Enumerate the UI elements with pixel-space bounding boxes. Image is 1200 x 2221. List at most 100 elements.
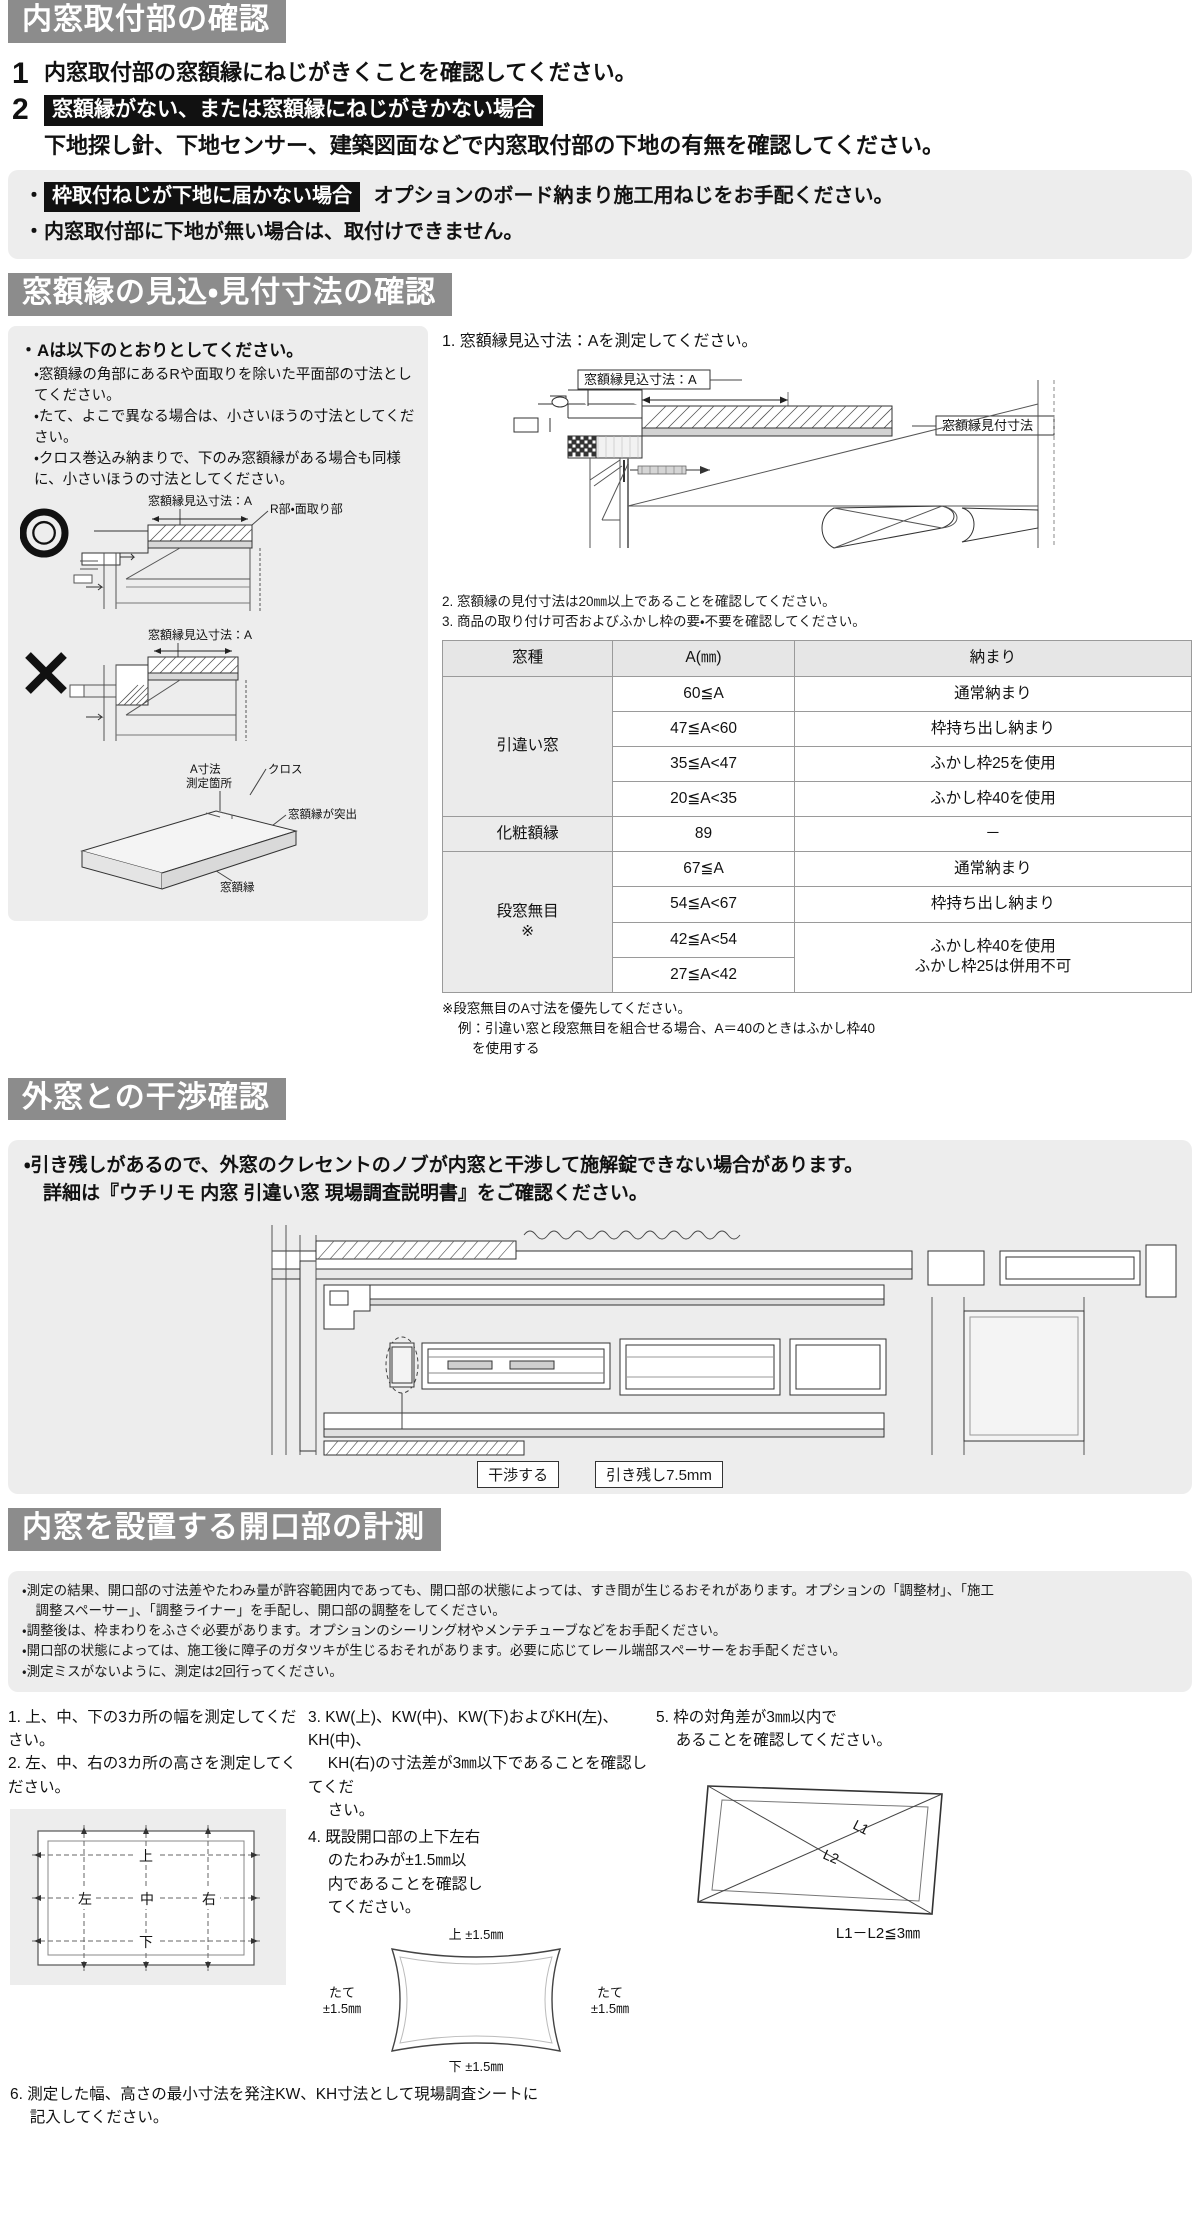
note-2-text: 内窓取付部に下地が無い場合は、取付けできません。 (44, 221, 524, 244)
diagram-a-measure: A寸法 測定箇所 クロス 窓額縁が突出 窓額縁 (80, 762, 357, 894)
measure-col-3: 5. 枠の対角差が3㎜以内で あることを確認してください。 L1 L2 L1－L… (656, 1706, 1192, 2075)
outer-note-1: 詳細は『ウチリモ 内窓 引違い窓 現場調査説明書』をご確認ください。 (24, 1182, 648, 1204)
diagram-mikomi-section: 窓額縁見込寸法：A 窓額縁見付寸法 (513, 369, 1055, 549)
spec-cell-a-1: 47≦A<60 (612, 710, 795, 747)
spec-cell-a-8: 27≦A<42 (612, 956, 795, 993)
measure-footer-line-1: 6. 測定した幅、高さの最小寸法を発注KW、KH寸法として現場調査シートに (10, 2086, 539, 2104)
manual-page: 内窓取付部の確認 1 内窓取付部の窓額縁にねじがきくことを確認してください。 2… (0, 0, 1200, 2130)
spec-cell-fit-6: 枠持ち出し納まり (793, 886, 1193, 923)
diagram-outer-window-section (271, 1225, 1177, 1456)
label-mikomi-ok: 窓額縁見込寸法：A (148, 493, 252, 508)
spec-cell-fit-merged-line1: ふかし枠40を使用 (930, 938, 1056, 955)
left-bullet-1: ・窓額縁の角部にあるRや面取りを除いた平面部の寸法としてください。 (34, 367, 412, 405)
measure-item-4d: てください。 (308, 1898, 421, 1916)
step-1-number: 1 (12, 56, 29, 90)
label-mikomi-right: 窓額縁見込寸法：A (584, 372, 697, 387)
spec-cell-fit-0: 通常納まり (793, 675, 1193, 712)
spec-footnote-0: ※段窓無目のA寸法を優先してください。 (442, 1000, 692, 1016)
spec-cell-type-keshou: 化粧額縁 (441, 816, 614, 853)
spec-table-footnotes: ※段窓無目のA寸法を優先してください。 例：引違い窓と段窓無目を組合せる場合、A… (442, 999, 1192, 1060)
spec-header-type: 窓種 (441, 640, 614, 677)
label-a-measure-line2: 測定箇所 (186, 776, 232, 790)
measure-item-1: 1. 上、中、下の3カ所の幅を測定してください。 (8, 1708, 297, 1750)
label-deflect-bottom: 下 ±1.5㎜ (449, 2059, 504, 2074)
right-step-2: 2. 窓額縁の見付寸法は20㎜以上であることを確認してください。 (442, 593, 836, 609)
left-bullet-2: ・たて、よこで異なる場合は、小さいほうの寸法としてください。 (34, 409, 415, 447)
diagram-diagonal: L1 L2 L1－L2≦3㎜ (697, 1785, 943, 1942)
outer-window-panel: ・引き残しがあるので、外窓のクレセントのノブが内窓と干渉して施解錠できない場合が… (8, 1140, 1192, 1495)
note-2: ・ 内窓取付部に下地が無い場合は、取付けできません。 (24, 218, 1176, 247)
label-grid-center: 中 (140, 1891, 154, 1907)
label-interfere: 干渉する (477, 1461, 560, 1489)
table-row: 27≦A<42 (443, 956, 1192, 993)
measure-item-3b: KH(右)の寸法差が3㎜以下であることを確認してくだ (308, 1755, 648, 1796)
label-protrude: 窓額縁が突出 (288, 807, 357, 821)
table-row: 化粧額縁 89 － (441, 816, 1193, 853)
spec-header-fit: 納まり (793, 640, 1193, 677)
section-opening-measure: 内窓を設置する開口部の計測 ・測定の結果、開口部の寸法差やたわみ量が許容範囲内で… (0, 1508, 1200, 2130)
measure-col-1: 1. 上、中、下の3カ所の幅を測定してください。 2. 左、中、右の3カ所の高さ… (8, 1706, 300, 2075)
spec-footnote-1: 例：引違い窓と段窓無目を組合せる場合、A＝40のときはふかし枠40 (458, 1021, 876, 1037)
label-grid-right: 右 (202, 1891, 216, 1907)
spec-cell-a-7: 42≦A<54 (612, 921, 795, 958)
step-1-text: 内窓取付部の窓額縁にねじがきくことを確認してください。 (44, 59, 637, 85)
table-row: 42≦A<54 ふかし枠40を使用 ふかし枠25は併用不可 (443, 921, 1193, 993)
note-1-bullet: ・ (24, 185, 44, 208)
spec-cell-a-3: 20≦A<35 (612, 780, 795, 818)
spec-cell-type-danmado-line2: ※ (521, 923, 535, 940)
label-diagonal-formula: L1－L2≦3㎜ (836, 1925, 920, 1942)
note-1: ・ 枠取付ねじが下地に届かない場合 オプションのボード納まり施工用ねじをお手配く… (24, 182, 1176, 213)
measure-item-4c: 内であることを確認し (308, 1875, 483, 1893)
step-2-text: 下地探し針、下地センサー、建築図面などで内窓取付部の下地の有無を確認してください… (44, 132, 945, 158)
measure-note-0: ・測定の結果、開口部の寸法差やたわみ量が許容範囲内であっても、開口部の状態によっ… (22, 1582, 994, 1598)
note-2-bullet: ・ (24, 221, 44, 244)
measure-footer: 6. 測定した幅、高さの最小寸法を発注KW、KH寸法として現場調査シートに 記入… (10, 2083, 1192, 2130)
spec-table-header-row: 窓種 A(㎜) 納まり (441, 640, 1193, 677)
step-2-inverse-label: 窓額縁がない、または窓額縁にねじがきかない場合 (44, 94, 543, 126)
label-remaining: 引き残し7.5mm (595, 1461, 723, 1489)
measure-item-3c: さい。 (308, 1801, 375, 1819)
install-check-notes: ・ 枠取付ねじが下地に届かない場合 オプションのボード納まり施工用ねじをお手配く… (8, 170, 1192, 260)
spec-cell-fit-merged: ふかし枠40を使用 ふかし枠25は併用不可 (793, 921, 1193, 993)
label-mitsuke-right: 窓額縁見付寸法 (942, 418, 1033, 433)
frame-dimension-right-panel: 1. 窓額縁見込寸法：Aを測定してください。 窓額縁見込寸法：A 窓額縁見付寸法 (441, 326, 1193, 1060)
measure-footer-line-2: 記入してください。 (10, 2109, 169, 2127)
label-mikomi-ng: 窓額縁見込寸法：A (148, 627, 252, 642)
label-l2: L2 (821, 1846, 842, 1867)
table-row: 47≦A<60 枠持ち出し納まり (443, 710, 1193, 747)
label-grid-left: 左 (78, 1891, 92, 1907)
left-bullet-0: ・Aは以下のとおりとしてください。 (20, 340, 304, 360)
label-a-measure-line1: A寸法 (190, 762, 221, 776)
diagram-ok-section: ○ 窓額縁見込寸法：A R部・面取り部 (20, 493, 343, 612)
spec-footnote-2: を使用する (472, 1041, 540, 1057)
section-title-install-check: 内窓取付部の確認 (8, 0, 286, 43)
measure-columns: 1. 上、中、下の3カ所の幅を測定してください。 2. 左、中、右の3カ所の高さ… (8, 1706, 1192, 2075)
step-2-number: 2 (12, 92, 29, 126)
spec-cell-a-5: 67≦A (612, 851, 795, 888)
label-cloth: クロス (268, 763, 303, 776)
spec-cell-fit-merged-line2: ふかし枠25は併用不可 (914, 958, 1072, 976)
diagram-ng-section: 窓額縁見込寸法：A (25, 627, 252, 742)
label-grid-top: 上 (139, 1848, 153, 1864)
label-deflect-right-2: ±1.5㎜ (591, 2001, 629, 2016)
opening-measure-notes: ・測定の結果、開口部の寸法差やたわみ量が許容範囲内であっても、開口部の状態によっ… (8, 1570, 1192, 1692)
table-row: 20≦A<35 ふかし枠40を使用 (443, 780, 1193, 818)
label-deflect-top: 上 ±1.5㎜ (449, 1927, 504, 1942)
section-title-frame-dimension: 窓額縁の見込・見付寸法の確認 (8, 273, 453, 316)
spec-cell-fit-4: － (793, 816, 1193, 853)
section-install-check: 内窓取付部の確認 1 内窓取付部の窓額縁にねじがきくことを確認してください。 2… (0, 0, 1200, 260)
section-frame-dimension: 窓額縁の見込・見付寸法の確認 ・Aは以下のとおりとしてください。 ・窓額縁の角部… (0, 273, 1200, 1059)
note-1-text: オプションのボード納まり施工用ねじをお手配ください。 (373, 185, 894, 208)
table-row: 35≦A<47 ふかし枠25を使用 (443, 745, 1193, 782)
measure-col-2: 3. KW(上)、KW(中)、KW(下)およびKH(左)、KH(中)、 KH(右… (308, 1706, 648, 2075)
measure-note-3: ・開口部の状態によっては、施工後に障子のガタツキが生じるおそれがあります。必要に… (22, 1643, 847, 1659)
left-bullet-3: ・クロス巻込み納まりで、下のみ窓額縁がある場合も同様に、小さいほうの寸法としてく… (34, 451, 401, 489)
table-row: 段窓無目 ※ 67≦A 通常納まり (441, 851, 1193, 993)
spec-cell-fit-3: ふかし枠40を使用 (793, 780, 1193, 818)
measure-item-5b: あることを確認してください。 (656, 1732, 892, 1750)
spec-table: 窓種 A(㎜) 納まり 引違い窓 60≦A 通常納まり 47≦A<60 (441, 640, 1193, 993)
step-1: 1 内窓取付部の窓額縁にねじがきくことを確認してください。 (12, 56, 1200, 90)
spec-cell-a-6: 54≦A<67 (612, 886, 795, 923)
measure-item-4b: のたわみが±1.5㎜以 (308, 1852, 467, 1870)
spec-cell-a-0: 60≦A (612, 675, 795, 712)
